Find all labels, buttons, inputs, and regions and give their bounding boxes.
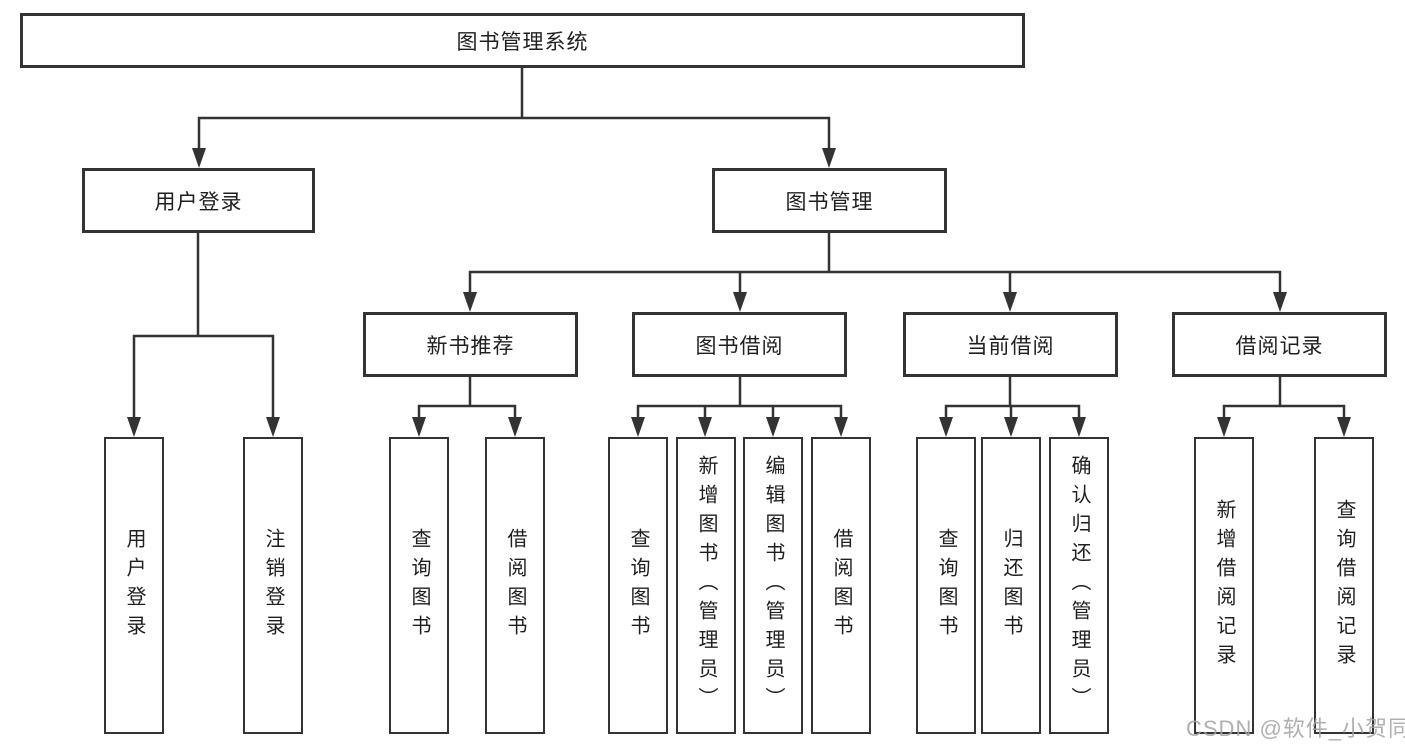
leaf-add-book-admin: 新增图书（管理员） — [676, 437, 736, 734]
node-label: 图书管理 — [785, 190, 874, 214]
node-user-login: 用户登录 — [82, 168, 315, 233]
leaf-query-books-recommend: 查询图书 — [389, 437, 449, 734]
node-label: 当前借阅 — [966, 334, 1055, 358]
leaf-add-borrow-record: 新增借阅记录 — [1194, 437, 1254, 734]
leaf-return-books: 归还图书 — [981, 437, 1041, 734]
node-label: 新书推荐 — [426, 334, 515, 358]
node-library-management-system: 图书管理系统 — [20, 13, 1025, 68]
node-current-borrowing: 当前借阅 — [903, 312, 1118, 377]
leaf-query-borrow-record: 查询借阅记录 — [1314, 437, 1374, 734]
leaf-label: 注销登录 — [262, 527, 284, 644]
leaf-query-books-borrowing: 查询图书 — [608, 437, 668, 734]
node-label: 借阅记录 — [1235, 334, 1324, 358]
leaf-query-books-current: 查询图书 — [916, 437, 976, 734]
leaf-label: 编辑图书（管理员） — [762, 455, 784, 716]
leaf-label: 查询图书 — [408, 527, 430, 644]
leaf-confirm-return-admin: 确认归还（管理员） — [1049, 437, 1109, 734]
leaf-logout: 注销登录 — [243, 437, 303, 734]
node-label: 用户登录 — [154, 190, 243, 214]
node-borrowing-records: 借阅记录 — [1172, 312, 1387, 377]
watermark: CSDN @软件_小贺同学 — [1186, 716, 1405, 741]
node-book-management: 图书管理 — [712, 168, 947, 233]
leaf-label: 查询图书 — [627, 527, 649, 644]
leaf-borrow-books-recommend: 借阅图书 — [485, 437, 545, 734]
leaf-label: 用户登录 — [123, 527, 145, 644]
leaf-borrow-books-borrowing: 借阅图书 — [811, 437, 871, 734]
leaf-user-login: 用户登录 — [104, 437, 164, 734]
leaf-label: 确认归还（管理员） — [1068, 455, 1090, 716]
leaf-label: 查询图书 — [935, 527, 957, 644]
leaf-label: 归还图书 — [1000, 527, 1022, 644]
leaf-label: 新增图书（管理员） — [695, 455, 717, 716]
leaf-label: 借阅图书 — [504, 527, 526, 644]
leaf-edit-book-admin: 编辑图书（管理员） — [743, 437, 803, 734]
node-label: 图书借阅 — [695, 334, 784, 358]
node-label: 图书管理系统 — [456, 30, 589, 54]
leaf-label: 借阅图书 — [830, 527, 852, 644]
node-new-book-recommendation: 新书推荐 — [363, 312, 578, 377]
arrowhead-group — [127, 148, 1351, 437]
leaf-label: 查询借阅记录 — [1333, 498, 1355, 673]
node-book-borrowing: 图书借阅 — [632, 312, 847, 377]
leaf-label: 新增借阅记录 — [1213, 498, 1235, 673]
